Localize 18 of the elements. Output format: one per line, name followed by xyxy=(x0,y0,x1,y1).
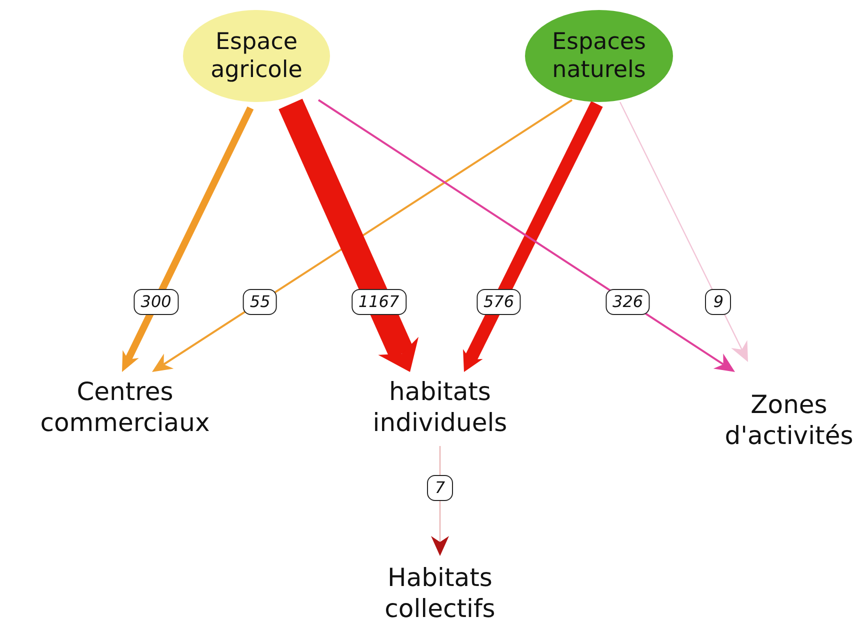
node-label: Zones d'activités xyxy=(722,385,856,455)
node-label: Habitats collectifs xyxy=(370,562,510,624)
flow-arrow xyxy=(152,99,573,372)
edge-label: 326 xyxy=(606,289,650,315)
flow-arrow xyxy=(463,101,603,372)
edge-label: 1167 xyxy=(351,289,406,315)
edge-label: 576 xyxy=(476,289,521,315)
node-label: habitats individuels xyxy=(340,372,540,442)
edge-label: 300 xyxy=(134,289,178,315)
flow-arrow xyxy=(318,99,735,372)
flow-arrow xyxy=(619,102,748,362)
flow-arrow xyxy=(122,106,254,372)
node-label: Centres commerciaux xyxy=(20,372,230,442)
edge-label: 55 xyxy=(242,289,278,315)
edge-label: 7 xyxy=(427,475,453,501)
edge-label: 9 xyxy=(705,289,732,315)
ellipse-node: Espaces naturels xyxy=(525,10,673,102)
ellipse-node: Espace agricole xyxy=(183,10,330,102)
